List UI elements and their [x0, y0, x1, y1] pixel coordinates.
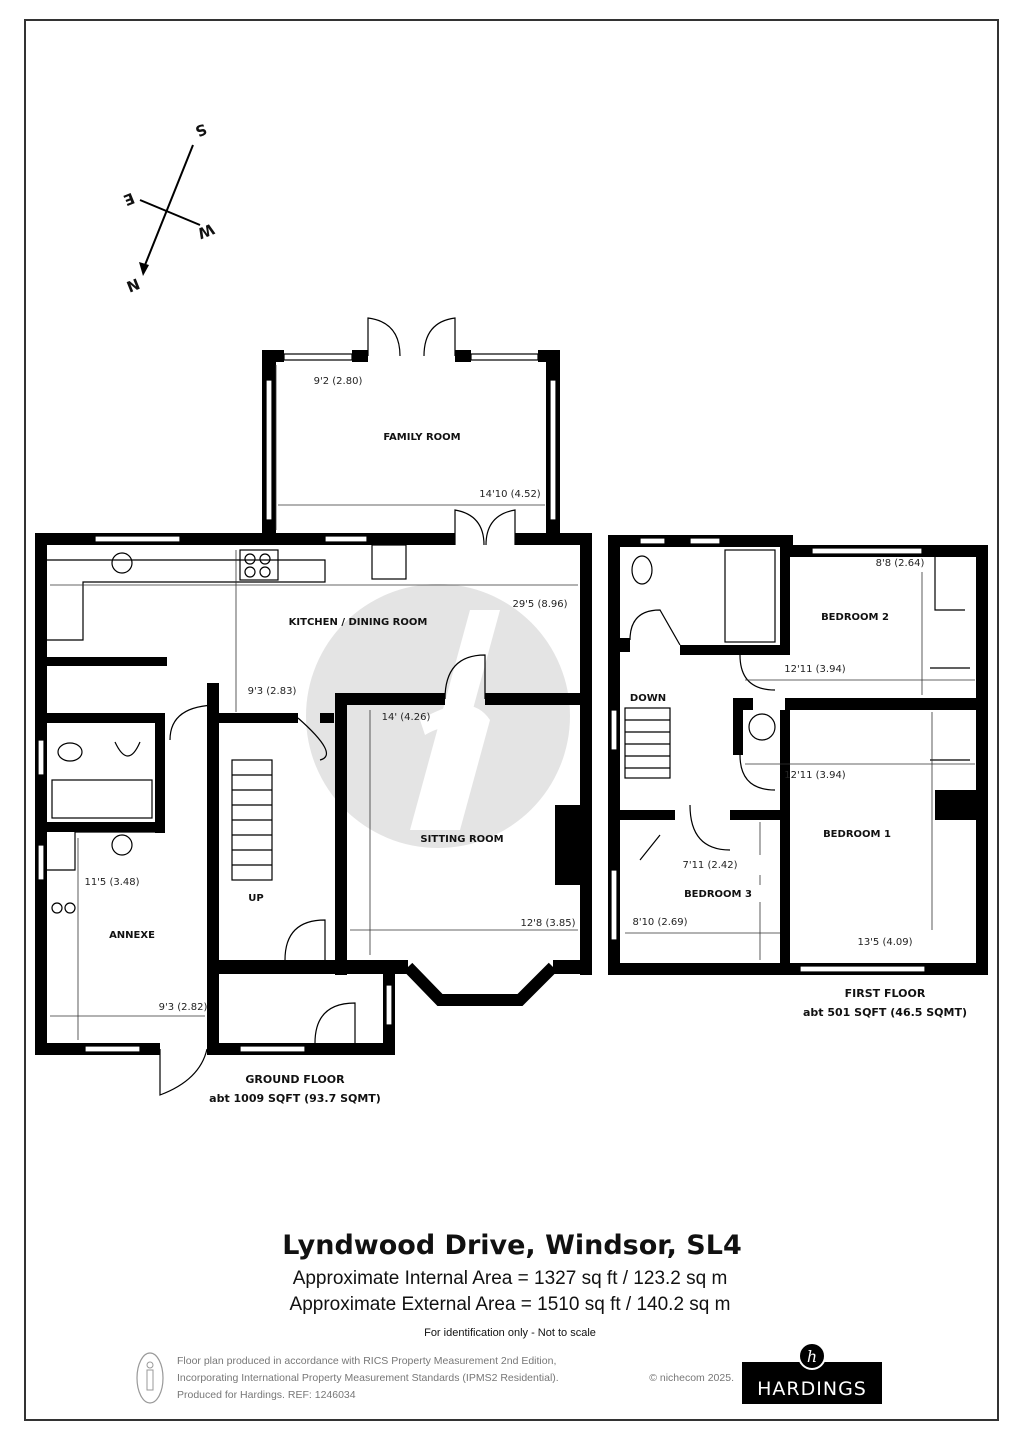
dimension-family-room-b: 14'10 (4.52) — [479, 489, 541, 500]
dimension-bedroom-1-b: 13'5 (4.09) — [857, 937, 912, 948]
ground-floor-area: abt 1009 SQFT (93.7 SQMT) — [209, 1092, 381, 1105]
compass: S N E W — [121, 120, 217, 296]
ground-floor-walls — [35, 317, 592, 1096]
dimension-sitting-room-b: 12'8 (3.85) — [520, 918, 575, 929]
dimension-kitchen-a: 29'5 (8.96) — [512, 599, 567, 610]
dimension-bedroom-1-a: 12'11 (3.94) — [784, 770, 846, 781]
dimension-bedroom-3-b: 8'10 (2.69) — [632, 917, 687, 928]
internal-area: Approximate Internal Area = 1327 sq ft /… — [293, 1268, 728, 1289]
external-area: Approximate External Area = 1510 sq ft /… — [290, 1294, 731, 1315]
compass-south: S — [193, 120, 210, 141]
ground-floor-label: GROUND FLOOR — [245, 1073, 345, 1086]
dimension-bedroom-3-a: 7'11 (2.42) — [682, 860, 737, 871]
room-label-family-room: FAMILY ROOM — [383, 432, 460, 443]
page-frame — [24, 19, 999, 1421]
footer-line-2: Incorporating International Property Mea… — [177, 1372, 559, 1384]
room-label-sitting-room: SITTING ROOM — [420, 834, 503, 845]
first-floor-walls — [608, 535, 988, 975]
hardings-logo: h HARDINGS — [742, 1342, 882, 1404]
stairs-up-label: UP — [248, 893, 263, 904]
logo-mark: h — [807, 1347, 817, 1366]
dimension-annexe-b: 9'3 (2.82) — [159, 1002, 208, 1013]
room-label-bedroom-2: BEDROOM 2 — [821, 612, 889, 623]
dimension-annexe-a: 11'5 (3.48) — [84, 877, 139, 888]
compass-north: N — [124, 274, 142, 295]
first-floor-dimension-lines — [625, 572, 975, 960]
dimension-kitchen-b: 9'3 (2.83) — [248, 686, 297, 697]
room-label-annexe: ANNEXE — [109, 930, 155, 941]
property-title: Lyndwood Drive, Windsor, SL4 — [282, 1230, 742, 1261]
compass-west: W — [195, 220, 218, 243]
dimension-bedroom-2-a: 8'8 (2.64) — [876, 558, 925, 569]
room-label-bedroom-3: BEDROOM 3 — [684, 889, 752, 900]
disclaimer: For identification only - Not to scale — [424, 1327, 596, 1339]
dimension-family-room-a: 9'2 (2.80) — [314, 376, 363, 387]
watermark-logo — [306, 584, 570, 848]
room-label-bedroom-1: BEDROOM 1 — [823, 829, 891, 840]
dimension-bedroom-2-b: 12'11 (3.94) — [784, 664, 846, 675]
person-icon — [136, 1352, 164, 1404]
footer-copyright: © nichecom 2025. — [649, 1372, 734, 1384]
ground-floor-dimension-lines — [50, 365, 578, 1040]
room-label-kitchen: KITCHEN / DINING ROOM — [289, 617, 428, 628]
logo-text: HARDINGS — [757, 1378, 867, 1400]
first-floor-label: FIRST FLOOR — [845, 987, 926, 1000]
compass-east: E — [121, 189, 137, 210]
first-floor-area: abt 501 SQFT (46.5 SQMT) — [803, 1006, 967, 1019]
stairs-down-label: DOWN — [630, 693, 666, 704]
footer-line-1: Floor plan produced in accordance with R… — [177, 1355, 556, 1367]
dimension-sitting-room-a: 14' (4.26) — [382, 712, 431, 723]
footer-line-3: Produced for Hardings. REF: 1246034 — [177, 1389, 356, 1401]
